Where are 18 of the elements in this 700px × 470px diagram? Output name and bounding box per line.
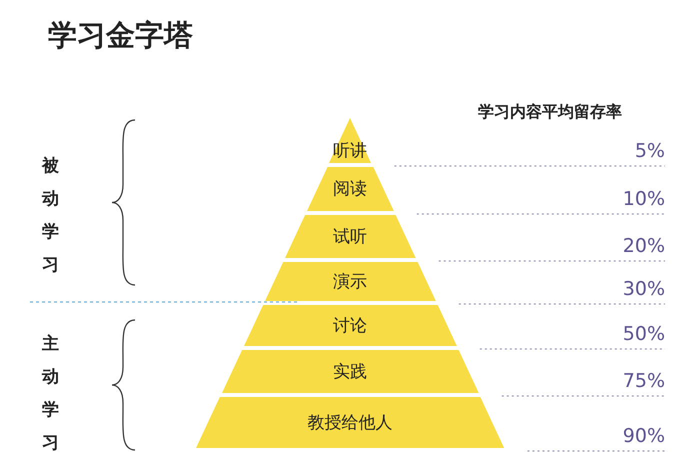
percentage-label: 20% — [622, 235, 665, 257]
group-label: 主动学习 — [42, 333, 59, 456]
percentage-label: 50% — [622, 323, 665, 345]
title: 学习金字塔 — [48, 17, 193, 54]
percentage-label: 5% — [634, 140, 665, 162]
column-heading: 学习内容平均留存率 — [478, 102, 622, 123]
percentage-label: 90% — [622, 425, 665, 447]
percentage-label: 30% — [622, 278, 665, 300]
percentage-label: 10% — [622, 188, 665, 210]
band-label: 教授给他人 — [307, 412, 392, 432]
band-label: 讨论 — [332, 316, 367, 336]
percentage-label: 75% — [622, 370, 665, 392]
band-label: 试听 — [332, 226, 367, 246]
band-label: 实践 — [332, 362, 367, 382]
band-label: 听讲 — [332, 141, 367, 161]
group-label: 被动学习 — [42, 155, 59, 278]
band-label: 阅读 — [332, 179, 367, 199]
band-label: 演示 — [332, 272, 367, 292]
